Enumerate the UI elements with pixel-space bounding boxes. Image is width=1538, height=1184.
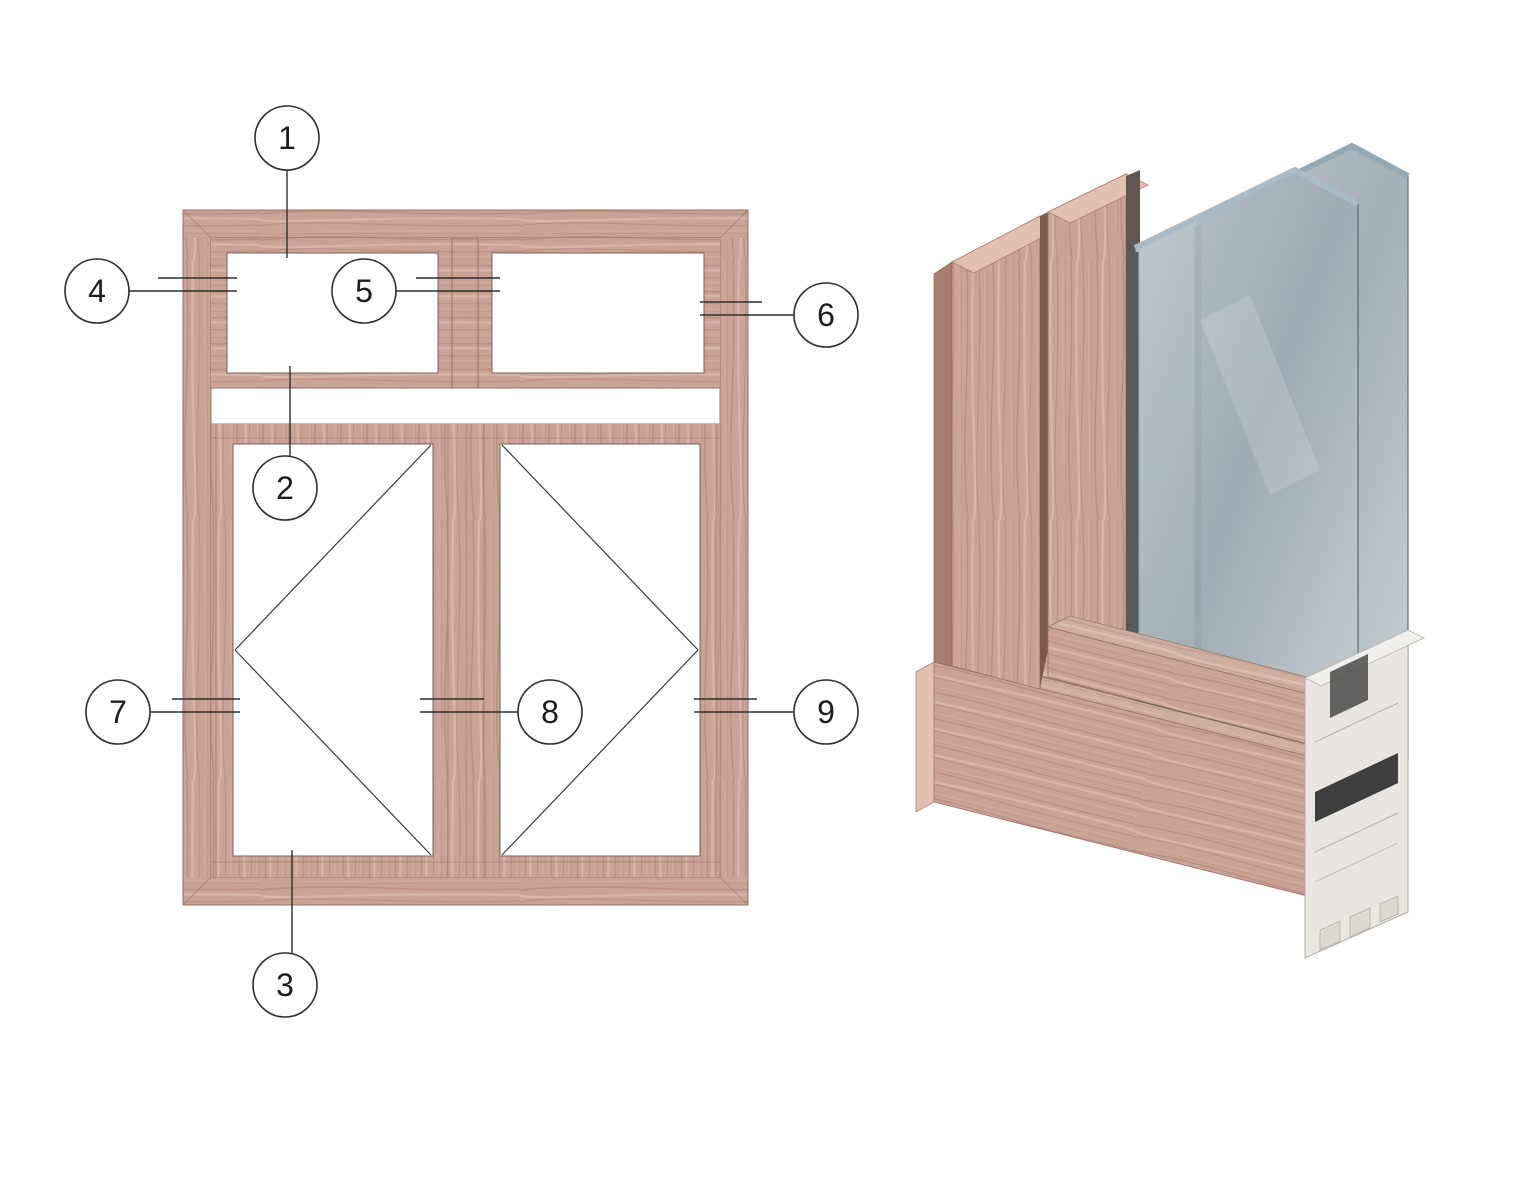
transom-glass-left — [226, 252, 439, 374]
sash-end-grain — [1047, 173, 1149, 224]
callout-9-label: 9 — [817, 694, 835, 730]
glass-reflection — [1200, 295, 1320, 495]
sash-detail-lines — [211, 424, 720, 877]
callout-4: 4 — [64, 258, 130, 324]
callout-6-label: 6 — [817, 297, 835, 333]
callout-9-circle — [793, 679, 859, 745]
callout-4-label: 4 — [88, 273, 106, 309]
callout-7: 7 — [85, 679, 151, 745]
frame-sash-groove — [1040, 212, 1048, 688]
jamb-side-face — [933, 261, 953, 667]
frame-sill — [183, 877, 748, 905]
callout-6: 6 — [793, 282, 859, 348]
callout-7-circle — [85, 679, 151, 745]
callout-5: 5 — [331, 258, 397, 324]
frame-outer-edge — [182, 209, 749, 906]
right-swing-lines — [501, 444, 699, 856]
callout-1: 1 — [254, 105, 320, 171]
callout-2: 2 — [252, 455, 318, 521]
window-elevation-figure — [182, 209, 749, 906]
transom-mullion — [451, 237, 479, 389]
sill-end-grain — [915, 661, 935, 813]
frame-right-jamb — [720, 210, 748, 905]
miter-lines — [182, 209, 749, 906]
callout-6-circle — [793, 282, 859, 348]
callout-5-label: 5 — [355, 273, 373, 309]
profile-chamber-line-2 — [1314, 812, 1399, 853]
glass-pocket — [1330, 654, 1368, 718]
callout-5-circle — [331, 258, 397, 324]
callout-2-circle — [252, 455, 318, 521]
callout-9: 9 — [793, 679, 859, 745]
transom-glass-right — [491, 252, 705, 374]
profile-fin-2 — [1349, 907, 1371, 938]
corner-section-figure — [915, 142, 1426, 959]
casement-glass-right — [499, 443, 701, 857]
sash-rail-top-highlight — [1048, 616, 1330, 694]
profile-chamber-line-1 — [1314, 702, 1399, 743]
callout-8: 8 — [517, 679, 583, 745]
callout-1-circle — [254, 105, 320, 171]
callout-3: 3 — [252, 952, 318, 1018]
glass-front-top-edge — [1133, 166, 1360, 251]
profile-chamber-line-3 — [1314, 842, 1399, 883]
left-swing-lines — [234, 444, 432, 856]
profile-fin-1 — [1319, 920, 1341, 951]
callouts: 1 2 3 4 5 6 7 8 — [64, 105, 859, 1018]
callout-2-label: 2 — [276, 470, 294, 506]
callout-3-label: 3 — [276, 967, 294, 1003]
callout-8-circle — [517, 679, 583, 745]
callout-4-circle — [64, 258, 130, 324]
callout-3-circle — [252, 952, 318, 1018]
callout-7-label: 7 — [109, 694, 127, 730]
sash-front-face — [1047, 173, 1127, 647]
callout-1-label: 1 — [278, 120, 296, 156]
leader-lines — [129, 170, 794, 954]
transom-rail — [210, 387, 721, 425]
thermal-break-slot — [1315, 753, 1398, 822]
jamb-front-face — [951, 215, 1041, 690]
profile-fin-3 — [1379, 895, 1399, 923]
aluminum-profile-end — [1303, 629, 1426, 959]
frame-left-jamb — [183, 210, 211, 905]
glass-pane-front — [1131, 166, 1360, 758]
frame-head — [183, 210, 748, 238]
callout-8-label: 8 — [541, 694, 559, 730]
